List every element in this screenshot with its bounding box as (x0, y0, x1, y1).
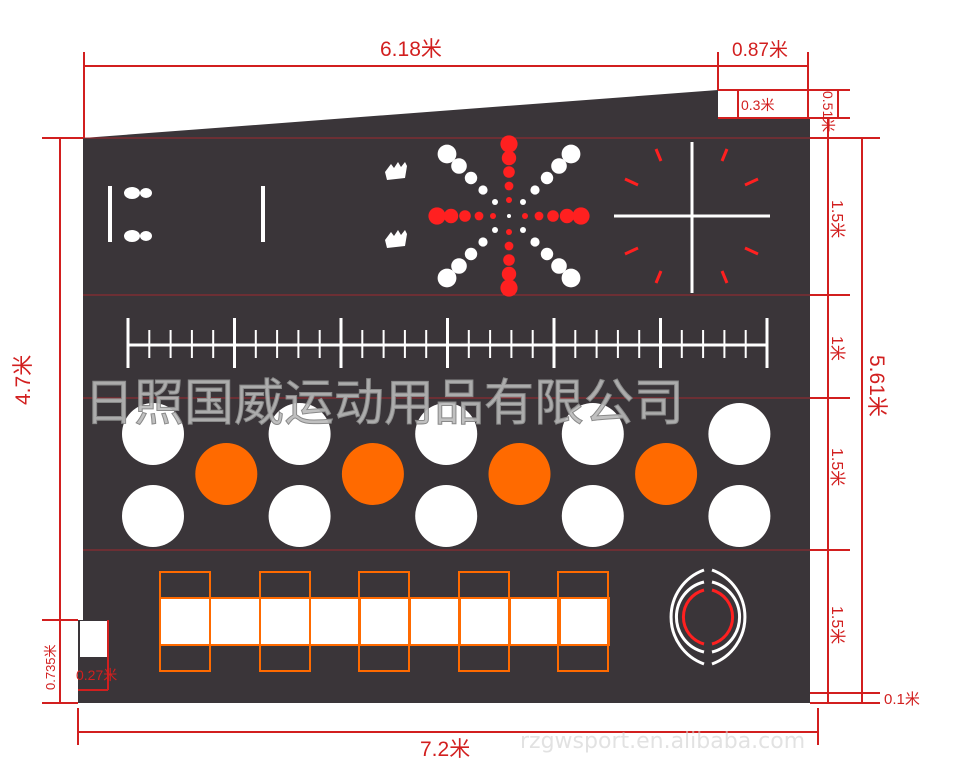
white-circle (415, 403, 478, 465)
star-dot (534, 211, 544, 221)
star-dot (464, 247, 478, 261)
star-dot (504, 241, 514, 251)
dim-bottom-width: 7.2米 (420, 738, 470, 761)
star-dot (506, 229, 512, 235)
star-dot (501, 150, 517, 166)
dim-top-notch: 0.87米 (732, 39, 788, 61)
white-circle (415, 485, 478, 547)
corner-cutout (80, 621, 108, 657)
white-circle (708, 485, 771, 547)
star-dot (540, 247, 554, 261)
star-dot (530, 237, 540, 247)
star-dot (492, 227, 498, 233)
star-dot (530, 185, 540, 195)
star-dot (506, 197, 512, 203)
dim-seg-ruler: 1米 (828, 336, 846, 361)
star-dot (501, 266, 517, 282)
dim-left-height: 4.7米 (12, 355, 35, 405)
star-dot (540, 171, 554, 185)
star-dot (561, 144, 581, 164)
dimension-lines (42, 52, 880, 745)
orange-circle (195, 443, 258, 505)
white-circle (122, 485, 184, 547)
hands-icon (385, 162, 407, 248)
star-dots-icon (428, 135, 590, 297)
star-dot (490, 213, 496, 219)
star-dot (522, 213, 528, 219)
white-circle (268, 403, 331, 465)
star-dot (451, 158, 467, 174)
white-circle (708, 403, 771, 465)
star-dot (464, 171, 478, 185)
white-circle (561, 485, 624, 547)
star-dot (500, 279, 518, 297)
dim-seg-top: 1.5米 (828, 200, 846, 238)
star-dot-center (507, 214, 511, 218)
orange-circle (341, 443, 404, 505)
star-dot (451, 258, 467, 274)
star-dot (551, 258, 567, 274)
watermark-company: 日照国威运动用品有限公司 (84, 374, 684, 432)
star-dot (500, 135, 518, 153)
white-circle (122, 403, 184, 465)
star-dot (492, 199, 498, 205)
white-circle (561, 403, 624, 465)
orange-circle (488, 443, 551, 505)
star-dot (520, 199, 526, 205)
star-dot (503, 254, 515, 266)
star-dot (551, 158, 567, 174)
star-dot (443, 208, 459, 224)
dim-bottom-offset: 0.1米 (884, 691, 920, 708)
section-lines (83, 137, 810, 551)
hopscotch-ladder (159, 571, 610, 672)
dim-notch-inner: 0.3米 (741, 97, 774, 113)
star-dot (478, 185, 488, 195)
dim-seg-bottom: 1.5米 (828, 606, 846, 644)
dim-corner-width: 0.27米 (76, 667, 117, 683)
star-dot (547, 210, 559, 222)
orange-circle (635, 443, 698, 505)
dim-right-height: 5.61米 (865, 355, 888, 417)
target-rings-icon (669, 568, 747, 666)
dim-top-width: 6.18米 (380, 38, 442, 61)
star-dot (459, 210, 471, 222)
star-dot (559, 208, 575, 224)
star-dot (478, 237, 488, 247)
star-dot (428, 207, 446, 225)
crosshair-icon (614, 142, 770, 293)
star-dot (572, 207, 590, 225)
dim-seg-circles: 1.5米 (828, 448, 846, 486)
footprints-icon (108, 186, 152, 242)
dim-notch-height: 0.51米 (820, 91, 836, 132)
star-dot (503, 166, 515, 178)
star-dot (437, 144, 457, 164)
start-line (261, 186, 265, 242)
ladder-cell (557, 597, 609, 646)
circle-rows (122, 403, 771, 547)
star-dot (561, 268, 581, 288)
dim-corner-height: 0.735米 (43, 644, 58, 690)
star-dot (474, 211, 484, 221)
measuring-ruler (126, 318, 769, 368)
watermark-site: rzgwsport.en.alibaba.com (520, 729, 805, 754)
star-dot (520, 227, 526, 233)
star-dot (504, 181, 514, 191)
star-dot (437, 268, 457, 288)
white-circle (268, 485, 331, 547)
